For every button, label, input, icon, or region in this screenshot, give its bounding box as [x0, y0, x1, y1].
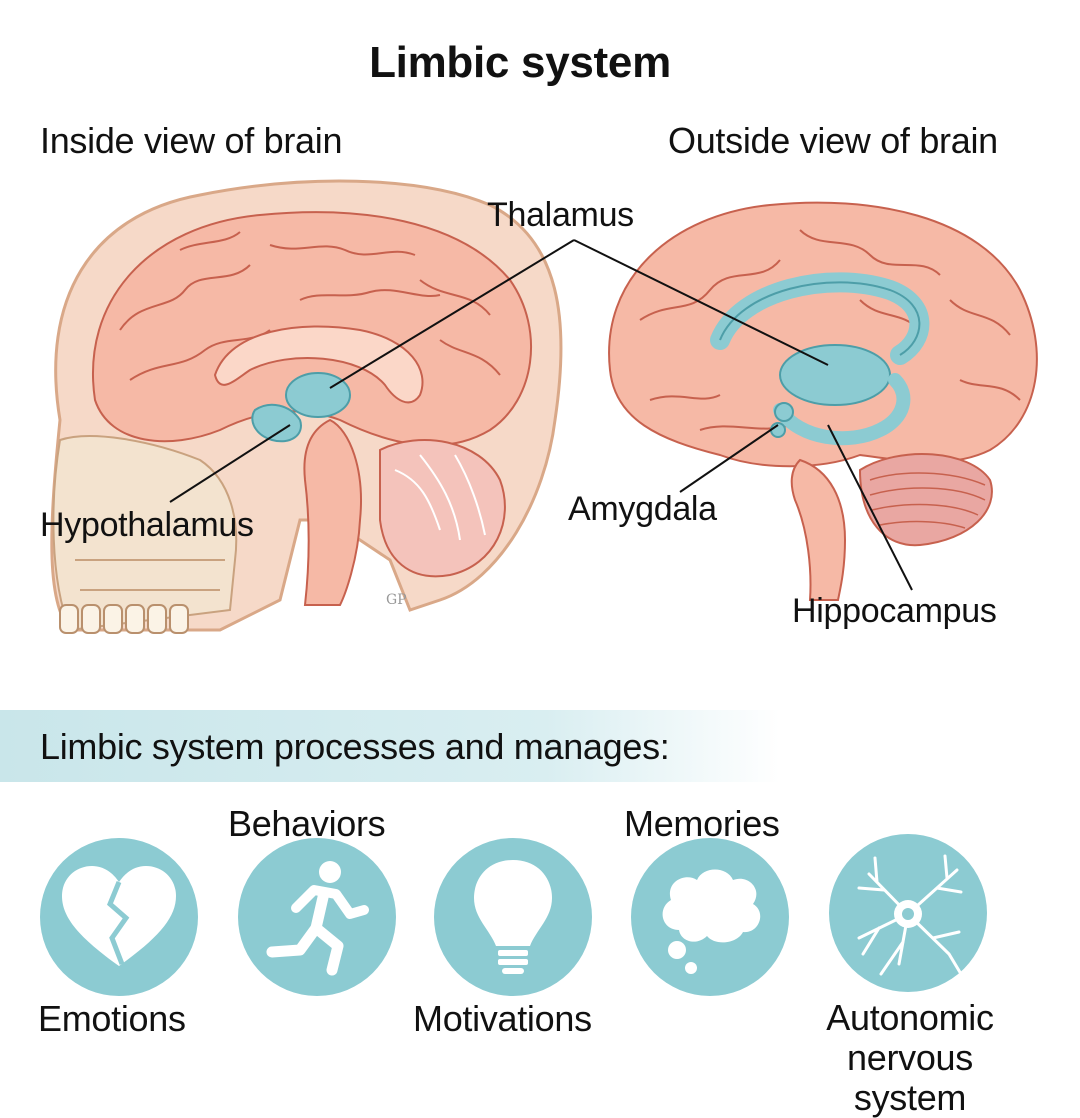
amygdala-shape — [774, 402, 794, 422]
neuron-icon — [829, 834, 987, 992]
leader-lines — [169, 239, 913, 591]
outside-view-brain — [608, 201, 1038, 601]
cerebellum-outside — [858, 453, 993, 547]
cerebrum-lateral — [608, 201, 1038, 468]
limbic-illustration: GP — [50, 179, 1038, 634]
thought-bubble-icon — [631, 838, 789, 996]
function-autonomic-nervous-system: Autonomic nervous system — [826, 997, 994, 1118]
page-title: Limbic system — [369, 38, 671, 87]
teeth — [59, 604, 189, 634]
processes-banner — [0, 710, 780, 782]
brainstem-outside — [790, 458, 847, 601]
thalamus-inside — [285, 372, 351, 418]
function-memories: Memories — [624, 803, 780, 844]
banner-text: Limbic system processes and manages: — [40, 726, 670, 767]
thalamus-outside — [779, 344, 891, 406]
corpus-callosum — [213, 325, 424, 404]
brainstem-inside — [303, 418, 362, 606]
hippocampus-shape — [773, 373, 911, 446]
label-hypothalamus: Hypothalamus — [40, 506, 254, 544]
outside-view-caption: Outside view of brain — [668, 120, 998, 161]
artist-signature: GP — [386, 592, 407, 608]
function-motivations: Motivations — [413, 998, 592, 1039]
inside-view-brain: GP — [50, 179, 563, 634]
function-behaviors: Behaviors — [228, 803, 386, 844]
label-thalamus: Thalamus — [487, 196, 634, 234]
inside-view-caption: Inside view of brain — [40, 120, 343, 161]
function-emotions: Emotions — [38, 998, 186, 1039]
broken-heart-icon — [40, 838, 198, 996]
face-bones — [52, 435, 238, 632]
label-hippocampus: Hippocampus — [792, 592, 997, 630]
label-amygdala: Amygdala — [568, 490, 717, 528]
hypothalamus-region — [251, 403, 302, 443]
lightbulb-icon — [434, 838, 592, 996]
running-person-icon — [238, 838, 396, 996]
cerebellum-inside — [379, 439, 506, 578]
